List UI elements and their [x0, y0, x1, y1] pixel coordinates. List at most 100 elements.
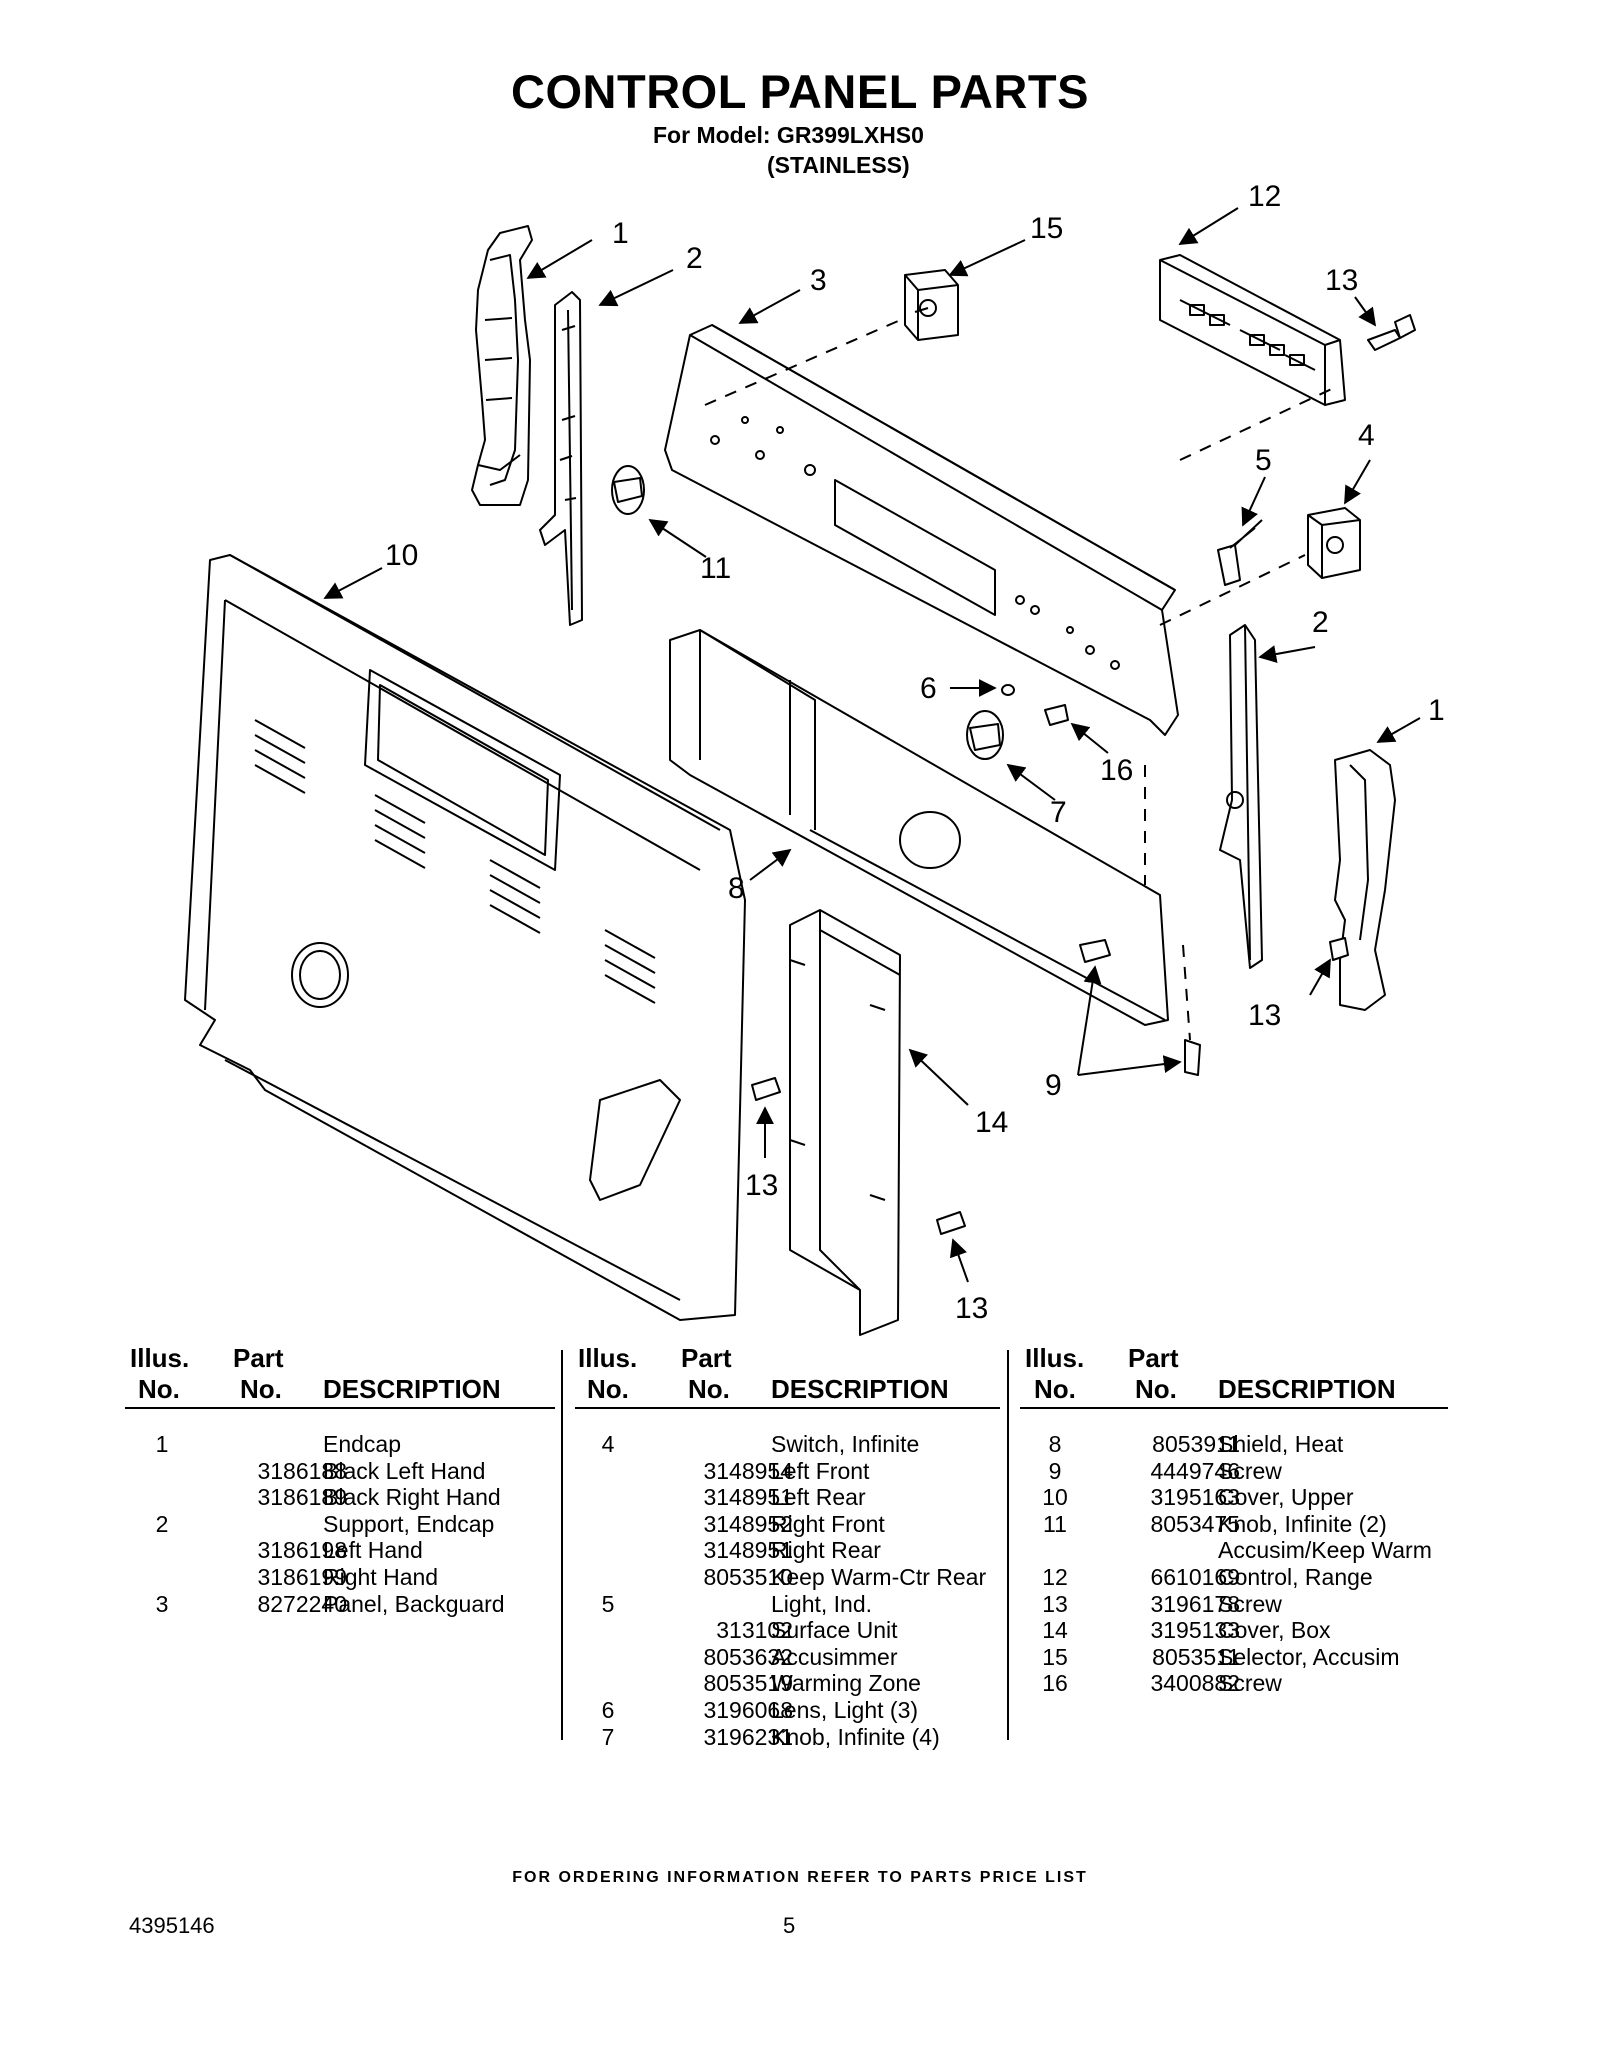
part-description: Right Rear: [771, 1537, 881, 1564]
page-title: CONTROL PANEL PARTS: [511, 65, 1089, 118]
screw-part-bottom-right: [936, 1211, 966, 1235]
part-number: 8053475: [1150, 1510, 1240, 1537]
callout-8: 8: [728, 872, 745, 905]
callout-2-right: 2: [1312, 606, 1329, 639]
screw-part-right: [1329, 937, 1349, 961]
callout-13-bottom-right: 13: [955, 1292, 988, 1325]
callout-13-bottom-left: 13: [745, 1169, 778, 1202]
page-number: 5: [783, 1913, 796, 1938]
part-description: Light, Ind.: [771, 1590, 873, 1617]
part-description: Left Hand: [323, 1537, 423, 1564]
part-description: Knob, Infinite (4): [771, 1723, 940, 1750]
dashed-line-screw-9: [1182, 944, 1191, 1041]
selector-accusim-part: [904, 269, 959, 341]
right-endcap-part: [1334, 749, 1396, 1011]
left-support-part: [539, 291, 583, 626]
part-number: 313102: [716, 1617, 793, 1644]
upper-cover-part: [184, 554, 746, 1321]
box-cover-part: [789, 909, 901, 1336]
callout-1-right: 1: [1428, 694, 1445, 727]
illus-number: 13: [1042, 1590, 1068, 1617]
part-description: Selector, Accusim: [1218, 1643, 1400, 1670]
illus-number: 1: [155, 1431, 169, 1457]
part-number: 3196068: [703, 1696, 793, 1723]
part-description: Black Left Hand: [323, 1457, 486, 1484]
screw-part-16: [1044, 704, 1069, 726]
callout-12: 12: [1248, 180, 1281, 213]
part-number: 3195163: [1150, 1484, 1240, 1511]
switch-infinite-part: [1307, 507, 1361, 579]
callout-13-top: 13: [1325, 264, 1358, 297]
part-description: Right Hand: [323, 1563, 439, 1590]
col2-header-rule: [575, 1407, 1000, 1409]
illus-number: 16: [1042, 1670, 1068, 1697]
part-number: 3148951: [703, 1537, 793, 1564]
callout-3: 3: [810, 264, 827, 297]
illus-number: 11: [1043, 1510, 1067, 1537]
part-description: Cover, Box: [1218, 1617, 1331, 1644]
illus-number: 5: [601, 1590, 615, 1617]
part-description: Cover, Upper: [1218, 1484, 1354, 1511]
document-number: 4395146: [129, 1913, 215, 1938]
parts-row: 5 Light, Ind.: [593, 1591, 1003, 1618]
part-description: Screw: [1218, 1670, 1282, 1697]
illus-number: 14: [1042, 1617, 1068, 1644]
part-description: Left Front: [771, 1457, 870, 1484]
left-endcap-part: [471, 225, 533, 506]
part-description: Shield, Heat: [1218, 1431, 1344, 1457]
part-number: 3186198: [257, 1537, 347, 1564]
part-number: 8053632: [703, 1643, 793, 1670]
part-description: Accusim/Keep Warm: [1218, 1537, 1432, 1564]
callout-6: 6: [920, 672, 937, 705]
callout-5: 5: [1255, 444, 1272, 477]
part-description: Screw: [1218, 1457, 1282, 1484]
part-number: 3186199: [257, 1563, 347, 1590]
part-number: 8053510: [703, 1563, 793, 1590]
part-description: Knob, Infinite (2): [1218, 1510, 1387, 1537]
screw-part-bottom-left: [751, 1077, 781, 1101]
col3-header-rule: [1020, 1407, 1448, 1409]
part-number: 3186188: [257, 1457, 347, 1484]
screw-part-top: [1367, 314, 1416, 351]
part-number: 3196178: [1150, 1590, 1240, 1617]
part-description: Left Rear: [771, 1484, 866, 1511]
illus-number: 15: [1042, 1643, 1068, 1670]
knob-infinite-part: [966, 710, 1004, 760]
illus-number: 10: [1042, 1484, 1068, 1511]
illus-number: 2: [155, 1510, 169, 1537]
illus-number: 4: [601, 1431, 615, 1457]
part-number: 3400882: [1150, 1670, 1240, 1697]
parts-row: 1 Endcap: [147, 1431, 557, 1458]
illus-number: 9: [1048, 1457, 1062, 1484]
callout-10: 10: [385, 539, 418, 572]
callout-1-left: 1: [612, 217, 629, 250]
col1-header-rule: [125, 1407, 555, 1409]
illus-number: 3: [155, 1590, 169, 1617]
part-description: Endcap: [323, 1431, 402, 1457]
part-description: Switch, Infinite: [771, 1431, 920, 1457]
part-number: 8272240: [257, 1590, 347, 1617]
dashed-line-selector: [704, 317, 906, 406]
column-divider-1: [561, 1350, 563, 1740]
part-number: 4449746: [1150, 1457, 1240, 1484]
